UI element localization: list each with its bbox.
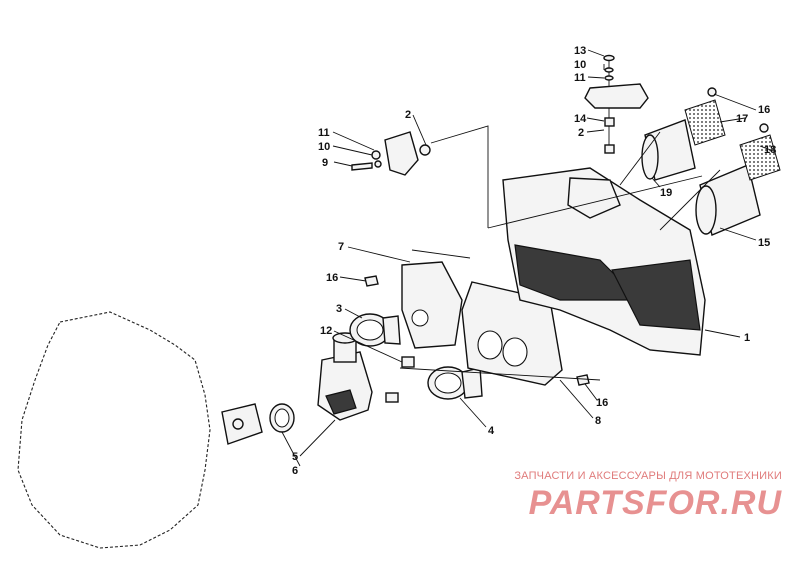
- watermark-subtitle: ЗАПЧАСТИ И АКСЕССУАРЫ ДЛЯ МОТОТЕХНИКИ: [514, 470, 782, 482]
- callout-11-left: 11: [318, 127, 330, 139]
- flame-arrestor-part-19: [641, 119, 696, 181]
- screen-part-18: [739, 134, 781, 181]
- screen-part-17: [684, 99, 726, 146]
- callout-9: 9: [322, 157, 328, 169]
- callout-13: 13: [574, 45, 586, 57]
- callout-16-upper-right: 16: [758, 104, 770, 116]
- hose-clamp-part-16b: [759, 123, 769, 133]
- boot-part-3: [349, 313, 401, 347]
- callout-4: 4: [488, 425, 495, 437]
- callout-16-lower: 16: [596, 397, 608, 409]
- hose-clamp-part-16: [707, 87, 717, 97]
- connector-part: [385, 392, 399, 403]
- callout-2-pump: 2: [578, 127, 584, 139]
- callout-14: 14: [574, 113, 587, 125]
- callout-1: 1: [744, 332, 750, 344]
- clamp-part-6: [269, 403, 295, 433]
- adapter-plate-part-8: [461, 281, 563, 386]
- callout-10-left: 10: [318, 141, 330, 153]
- callout-7: 7: [338, 241, 344, 253]
- callout-17: 17: [736, 113, 748, 125]
- callout-11-pump: 11: [574, 72, 586, 84]
- bracket-part-7: [401, 261, 463, 349]
- callout-6: 6: [292, 465, 298, 477]
- watermark-logo: PARTSFOR.RU: [528, 484, 782, 522]
- flame-arrestor-part-15: [695, 164, 761, 236]
- callout-2-upper-left: 2: [405, 109, 411, 121]
- boot-part-4: [427, 366, 483, 400]
- fuel-pump-assembly: [584, 54, 649, 154]
- screw-part-16a: [364, 275, 379, 287]
- callout-18: 18: [764, 144, 776, 156]
- fuel-bracket-assembly: [351, 131, 431, 176]
- callout-16-left: 16: [326, 272, 338, 284]
- intake-flange: [221, 403, 263, 445]
- air-silencer-part-1: [502, 167, 706, 356]
- screw-part-16b: [576, 374, 590, 386]
- carburetor-part-5: [317, 332, 373, 421]
- callout-19: 19: [660, 187, 672, 199]
- callout-3: 3: [336, 303, 342, 315]
- callout-12: 12: [320, 325, 332, 337]
- callout-10-pump: 10: [574, 59, 586, 71]
- clip-part-12: [401, 356, 415, 368]
- watermark: ЗАПЧАСТИ И АКСЕССУАРЫ ДЛЯ МОТОТЕХНИКИ PA…: [462, 470, 782, 523]
- engine-outline: [17, 311, 211, 549]
- callout-15: 15: [758, 237, 770, 249]
- callout-8: 8: [595, 415, 601, 427]
- callout-5: 5: [292, 451, 298, 463]
